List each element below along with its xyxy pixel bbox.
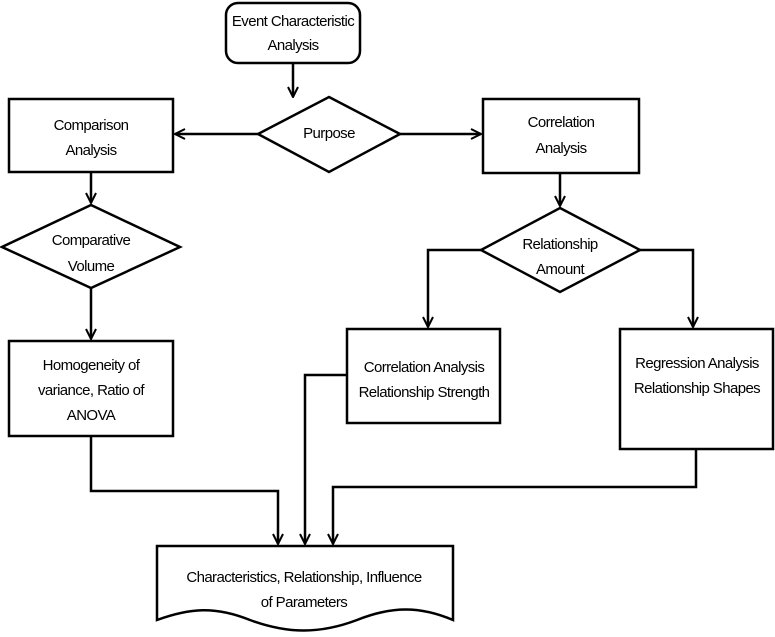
edge-homogeneity-to-output bbox=[89, 436, 278, 544]
node-correlation-line-2: Analysis bbox=[535, 140, 586, 157]
edge-strength-to-output bbox=[305, 373, 347, 544]
node-comparative-volume: Comparative Volume bbox=[0, 203, 183, 290]
node-correlation-strength-line-2: Relationship Strength bbox=[359, 384, 490, 401]
node-start: Event Characteristic Analysis bbox=[224, 1, 362, 65]
node-start-line-1: Event Characteristic bbox=[232, 13, 355, 30]
node-start-line-2: Analysis bbox=[267, 37, 318, 54]
node-comparative-volume-line-1: Comparative bbox=[52, 232, 131, 249]
edge-relationship-to-shapes bbox=[640, 248, 693, 327]
node-relationship-amount-line-1: Relationship bbox=[522, 236, 598, 253]
node-homogeneity-line-3: ANOVA bbox=[67, 407, 116, 424]
edge-relationship-to-strength bbox=[428, 248, 481, 327]
node-homogeneity: Homogeneity of variance, Ratio of ANOVA bbox=[7, 339, 175, 438]
node-purpose-line-1: Purpose bbox=[303, 125, 355, 142]
node-relationship-amount: Relationship Amount bbox=[478, 206, 643, 294]
node-homogeneity-line-2: variance, Ratio of bbox=[38, 382, 145, 399]
node-comparison-line-1: Comparison bbox=[54, 117, 129, 134]
node-comparison-line-2: Analysis bbox=[65, 142, 116, 159]
node-homogeneity-line-1: Homogeneity of bbox=[43, 357, 141, 374]
node-regression-shapes-line-2: Relationship Shapes bbox=[634, 380, 760, 397]
node-output: Characteristics, Relationship, Influence… bbox=[155, 544, 455, 632]
node-output-line-1: Characteristics, Relationship, Influence bbox=[186, 569, 422, 586]
node-comparison: Comparison Analysis bbox=[7, 97, 175, 174]
node-correlation-line-1: Correlation bbox=[528, 114, 595, 131]
node-purpose: Purpose bbox=[255, 95, 403, 174]
node-relationship-amount-line-2: Amount bbox=[536, 261, 586, 278]
node-comparative-volume-line-2: Volume bbox=[68, 258, 115, 275]
edges bbox=[91, 63, 696, 544]
node-correlation-strength-line-1: Correlation Analysis bbox=[364, 359, 485, 376]
node-correlation: Correlation Analysis bbox=[481, 97, 641, 175]
node-regression-shapes-line-1: Regression Analysis bbox=[635, 355, 759, 372]
node-regression-shapes: Regression Analysis Relationship Shapes bbox=[618, 327, 775, 451]
node-correlation-strength: Correlation Analysis Relationship Streng… bbox=[345, 327, 502, 425]
edge-shapes-to-output bbox=[333, 449, 698, 544]
node-output-line-2: of Parameters bbox=[261, 594, 348, 611]
